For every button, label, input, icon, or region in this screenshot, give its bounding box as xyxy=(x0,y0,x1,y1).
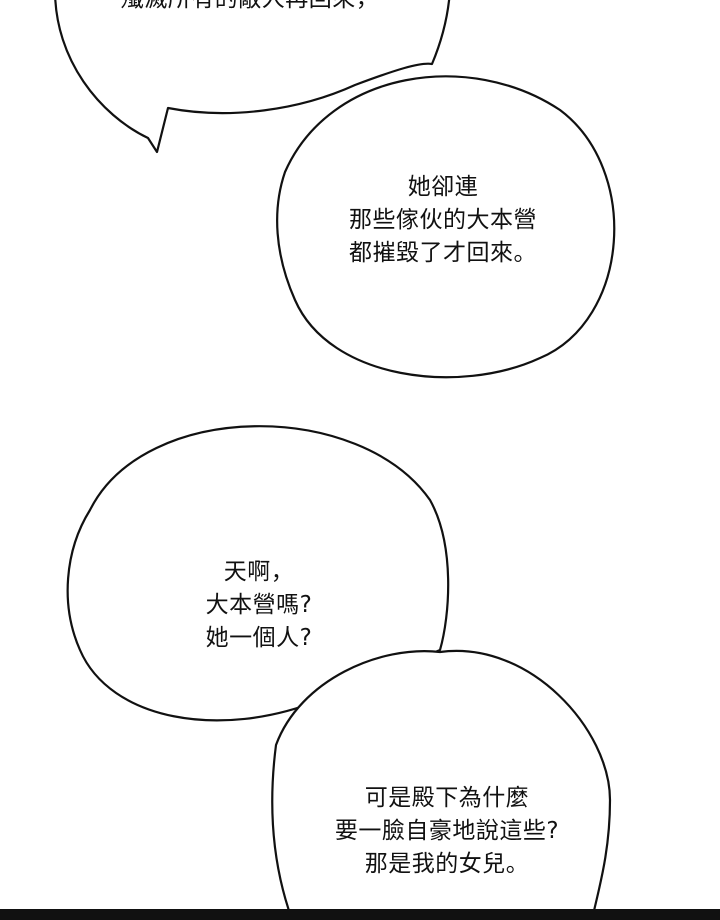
bubble-text-middle-left-line-2: 大本營嗎? xyxy=(205,592,313,618)
bubble-text-upper-right-line-2: 那些傢伙的大本營 xyxy=(349,207,537,233)
bubble-text-middle-left-line-3: 她一個人? xyxy=(205,625,313,651)
speech-bubble-lower-right xyxy=(271,649,612,909)
panel-border-bottom xyxy=(0,909,720,920)
bubble-text-lower-right-line-1: 可是殿下為什麼 xyxy=(364,785,530,811)
bubble-text-upper-right-line-1: 她卻連 xyxy=(407,174,479,200)
bubble-text-upper-right-line-3: 都摧毀了才回來。 xyxy=(349,240,537,266)
bubble-text-lower-right-line-3: 那是我的女兒。 xyxy=(364,851,530,877)
bubble-text-top-line-1: 殲滅所有的敵人再回來， xyxy=(0,0,610,16)
bubble-text-lower-right-line-2: 要一臉自豪地說這些? xyxy=(334,818,560,844)
speech-bubble-middle-left xyxy=(66,425,450,722)
speech-bubble-top xyxy=(54,0,451,154)
speech-bubble-upper-right xyxy=(276,75,616,379)
bubble-text-middle-left-line-1: 天啊， xyxy=(223,559,295,585)
